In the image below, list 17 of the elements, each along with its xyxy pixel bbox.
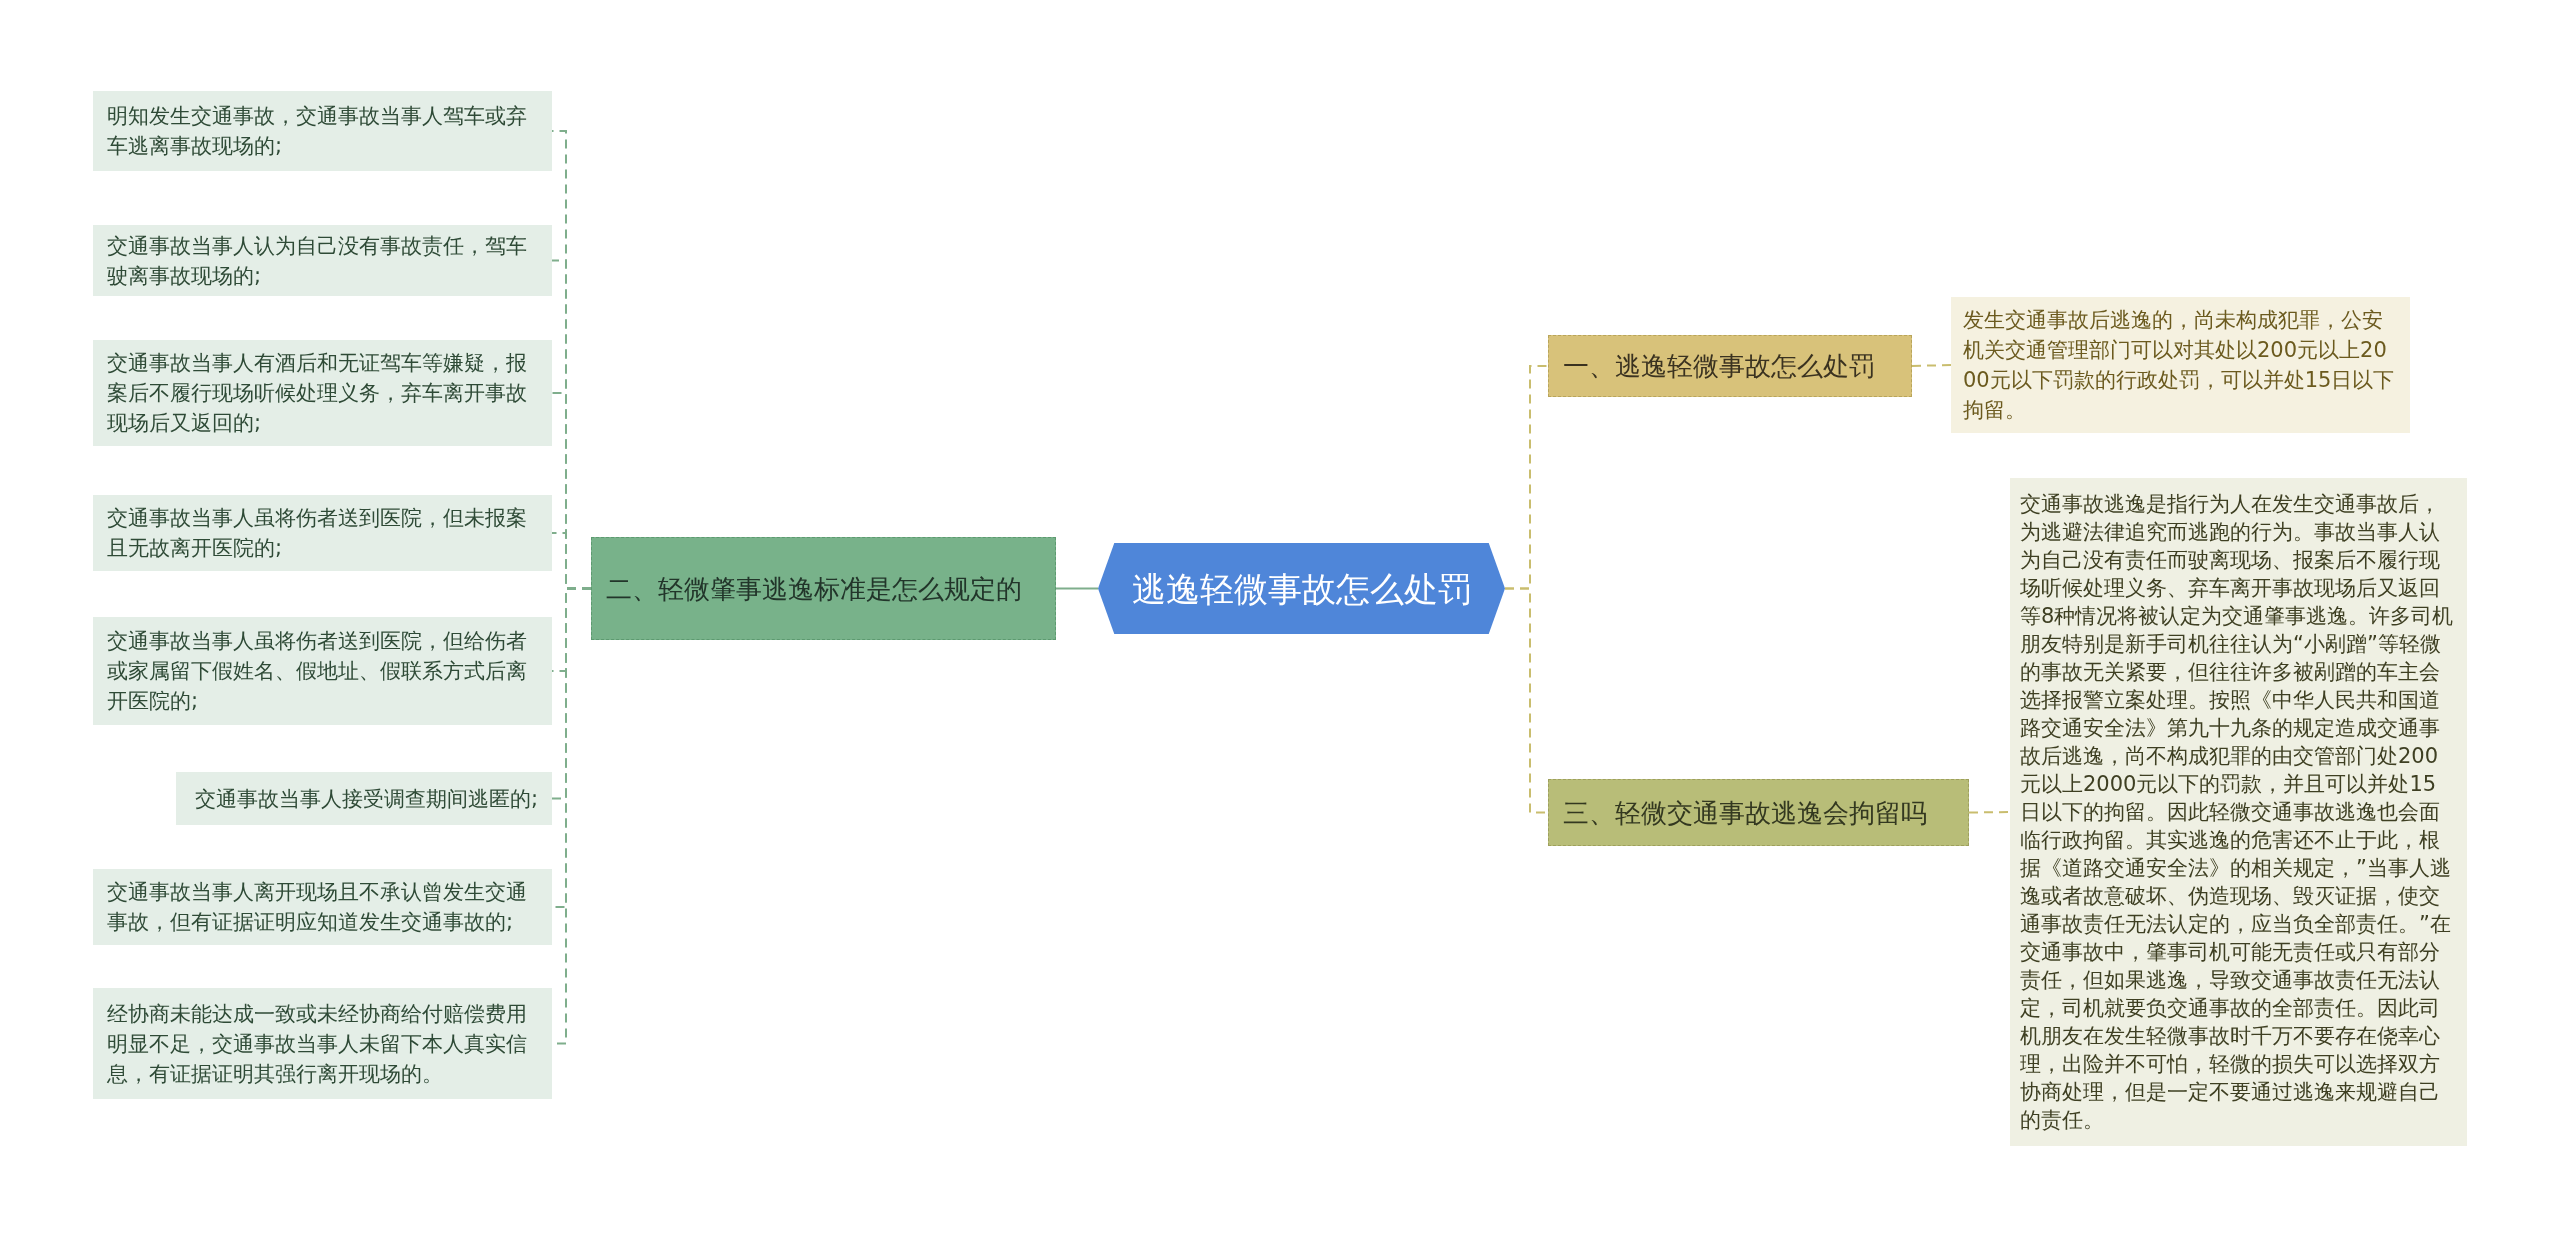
branch-topic: 一、逃逸轻微事故怎么处罚: [1548, 335, 1912, 397]
leaf-item: 交通事故当事人认为自己没有事故责任，驾车驶离事故现场的;: [93, 225, 552, 296]
leaf-item: 交通事故当事人离开现场且不承认曾发生交通事故，但有证据证明应知道发生交通事故的;: [93, 869, 552, 945]
leaf-item: 交通事故当事人虽将伤者送到医院，但给伤者或家属留下假姓名、假地址、假联系方式后离开医院的;: [93, 617, 552, 725]
connector-line: [1055, 587, 1099, 590]
connector-line: [1911, 364, 1952, 367]
branch-topic: 二、轻微肇事逃逸标准是怎么规定的: [591, 537, 1056, 640]
leaf-item: 交通事故当事人接受调查期间逃匿的;: [176, 772, 552, 825]
leaf-item: 明知发生交通事故，交通事故当事人驾车或弃车逃离事故现场的;: [93, 91, 552, 171]
leaf-item: 交通事故当事人虽将伤者送到医院，但未报案且无故离开医院的;: [93, 495, 552, 571]
leaf-item: 交通事故当事人有酒后和无证驾车等嫌疑，报案后不履行现场听候处理义务，弃车离开事故现场后又返回的;: [93, 340, 552, 446]
detail-note: 发生交通事故后逃逸的，尚未构成犯罪，公安机关交通管理部门可以对其处以200元以上2000元以下罚款的行政处罚，可以并处15日以下拘留。: [1951, 297, 2410, 433]
detail-note: 交通事故逃逸是指行为人在发生交通事故后，为逃避法律追究而逃跑的行为。事故当事人认为自己没有责任而驶离现场、报案后不履行现场听候处理义务、弃车离开事故现场后又返回等8种情况将被认定为交通肇事逃逸。许多司机朋友特别是新手司机往往认为“小剐蹭”等轻微的事故无关紧要，但往往许多被剐蹭的车主会选择报警立案处理。按照《中华人民共和国道路交通安全法》第九十九条的规定造成交通事故后逃逸，尚不构成犯罪的由交管部门处200元以上2000元以下的罚款，并且可以并处15日以下的拘留。因此轻微交通事故逃逸也会面临行政拘留。其实逃逸的危害还不止于此，根据《道路交通安全法》的相关规定，”当事人逃逸或者故意破坏、伪造现场、毁灭证据，使交通事故责任无法认定的，应当负全部责任。”在交通事故中，肇事司机可能无责任或只有部分责任，但如果逃逸，导致交通事故责任无法认定，司机就要负交通事故的全部责任。因此司机朋友在发生轻微事故时千万不要存在侥幸心理，出险并不可怕，轻微的损失可以选择双方协商处理，但是一定不要通过逃逸来规避自己的责任。: [2010, 478, 2467, 1146]
leaf-item: 经协商未能达成一致或未经协商给付赔偿费用明显不足，交通事故当事人未留下本人真实信息，有证据证明其强行离开现场的。: [93, 988, 552, 1099]
connector-line: [1968, 811, 2011, 814]
branch-topic: 三、轻微交通事故逃逸会拘留吗: [1548, 779, 1969, 846]
central-topic: 逃逸轻微事故怎么处罚: [1098, 543, 1505, 634]
